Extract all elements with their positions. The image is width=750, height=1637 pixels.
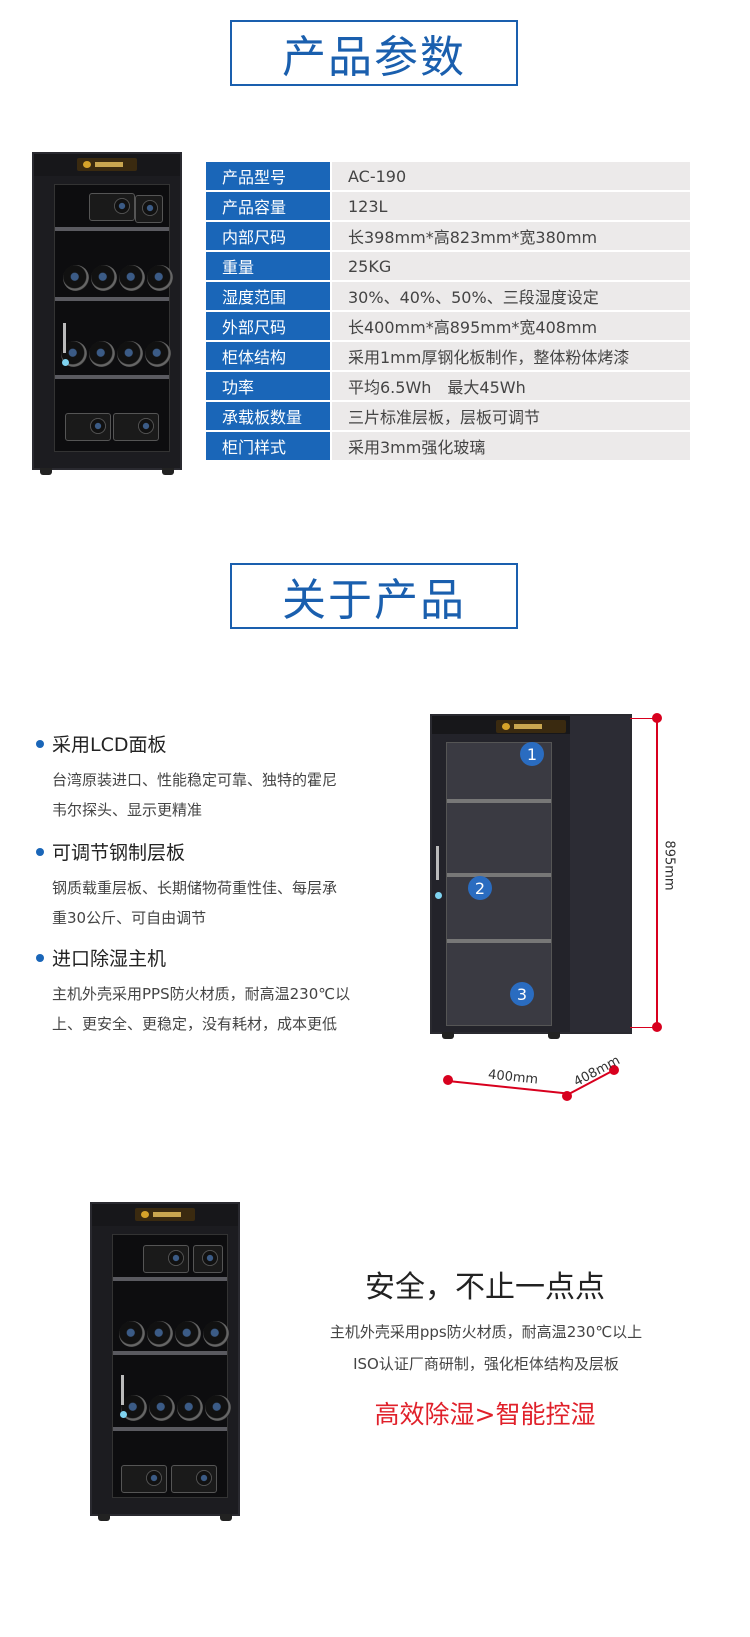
safety-desc-line: ISO认证厂商研制，强化柜体结构及层板: [353, 1355, 619, 1373]
spec-value: AC-190: [332, 162, 690, 190]
bullet-icon: [36, 739, 44, 748]
section-title-params: 产品参数: [230, 20, 518, 86]
feature-desc-line: 重30公斤、可自由调节: [52, 909, 207, 927]
feature-desc-line: 上、更安全、更稳定，没有耗材，成本更低: [52, 1015, 338, 1033]
spec-key: 内部尺码: [206, 222, 330, 250]
spec-key: 产品型号: [206, 162, 330, 190]
feature-desc-line: 台湾原装进口、性能稳定可靠、独特的霍尼: [52, 771, 338, 789]
spec-row: 柜体结构采用1mm厚钢化板制作，整体粉体烤漆: [206, 342, 690, 370]
feature-title: 采用LCD面板: [52, 734, 167, 756]
brand-logo: [135, 1208, 195, 1221]
camera-icon: [65, 413, 111, 441]
camera-icon: [113, 413, 159, 441]
spec-value: 25KG: [332, 252, 690, 280]
spec-value: 采用3mm强化玻璃: [332, 432, 690, 460]
spec-value: 平均6.5Wh 最大45Wh: [332, 372, 690, 400]
spec-key: 承载板数量: [206, 402, 330, 430]
brand-logo: [77, 158, 137, 171]
feature-item: 采用LCD面板 台湾原装进口、性能稳定可靠、独特的霍尼韦尔探头、显示更精准: [36, 730, 396, 825]
bullet-icon: [36, 953, 44, 962]
spec-key: 湿度范围: [206, 282, 330, 310]
camera-icon: [143, 1245, 189, 1273]
feature-item: 可调节钢制层板 钢质载重层板、长期储物荷重性佳、每层承重30公斤、可自由调节: [36, 838, 396, 933]
spec-value: 采用1mm厚钢化板制作，整体粉体烤漆: [332, 342, 690, 370]
bullet-icon: [36, 847, 44, 856]
spec-row: 功率平均6.5Wh 最大45Wh: [206, 372, 690, 400]
feature-title: 可调节钢制层板: [52, 842, 186, 864]
spec-key: 柜门样式: [206, 432, 330, 460]
feature-item: 进口除湿主机 主机外壳采用PPS防火材质，耐高温230℃以上、更安全、更稳定，没…: [36, 944, 396, 1039]
spec-value: 30%、40%、50%、三段湿度设定: [332, 282, 690, 310]
spec-row: 承载板数量三片标准层板，层板可调节: [206, 402, 690, 430]
section-title-about: 关于产品: [230, 563, 518, 629]
cabinet-diagram-image: 1 2 3: [430, 714, 632, 1039]
marker-2: 2: [468, 876, 492, 900]
feature-desc-line: 韦尔探头、显示更精准: [52, 801, 203, 819]
spec-value: 长400mm*高895mm*宽408mm: [332, 312, 690, 340]
camera-icon: [171, 1465, 217, 1493]
feature-title: 进口除湿主机: [52, 948, 167, 970]
marker-1: 1: [520, 742, 544, 766]
camera-icon: [135, 195, 163, 223]
cabinet-image: [32, 152, 182, 475]
camera-icon: [89, 193, 135, 221]
spec-row: 外部尺码长400mm*高895mm*宽408mm: [206, 312, 690, 340]
spec-key: 外部尺码: [206, 312, 330, 340]
safety-title: 安全，不止一点点: [365, 1270, 605, 1305]
spec-row: 柜门样式采用3mm强化玻璃: [206, 432, 690, 460]
spec-row: 内部尺码长398mm*高823mm*宽380mm: [206, 222, 690, 250]
camera-icon: [121, 1465, 167, 1493]
spec-key: 柜体结构: [206, 342, 330, 370]
camera-icon: [193, 1245, 223, 1273]
cabinet-image-2: [90, 1202, 240, 1521]
spec-key: 重量: [206, 252, 330, 280]
feature-desc-line: 主机外壳采用PPS防火材质，耐高温230℃以: [52, 985, 351, 1003]
feature-desc-line: 钢质载重层板、长期储物荷重性佳、每层承: [52, 879, 338, 897]
spec-value: 123L: [332, 192, 690, 220]
height-label: 895mm: [661, 836, 677, 895]
spec-key: 产品容量: [206, 192, 330, 220]
spec-key: 功率: [206, 372, 330, 400]
marker-3: 3: [510, 982, 534, 1006]
spec-value: 三片标准层板，层板可调节: [332, 402, 690, 430]
safety-desc-line: 主机外壳采用pps防火材质，耐高温230℃以上: [329, 1323, 643, 1341]
safety-accent: 高效除湿>智能控湿: [374, 1400, 596, 1429]
spec-value: 长398mm*高823mm*宽380mm: [332, 222, 690, 250]
